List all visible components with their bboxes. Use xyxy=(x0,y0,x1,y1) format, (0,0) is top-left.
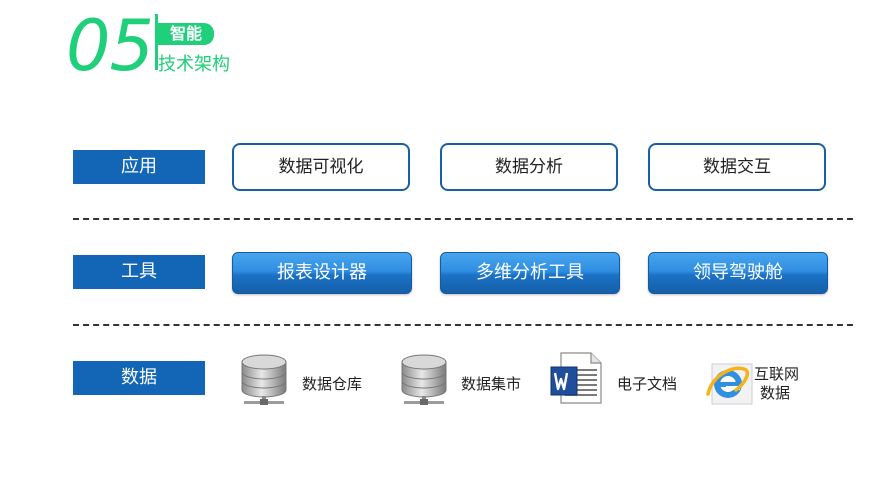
dashed-separator xyxy=(73,324,853,326)
tool-report-designer: 报表设计器 xyxy=(232,252,412,294)
data-label-mart: 数据集市 xyxy=(461,375,522,393)
row-label-application: 应用 xyxy=(73,150,205,184)
row-label-data: 数据 xyxy=(73,361,205,395)
data-label-documents: 电子文档 xyxy=(617,375,678,393)
section-number: 05 xyxy=(66,5,154,87)
app-box-analysis: 数据分析 xyxy=(440,143,618,191)
data-label-internet-line2: 数据 xyxy=(760,384,791,402)
tool-olap: 多维分析工具 xyxy=(440,252,620,294)
data-label-internet-line1: 互联网 xyxy=(754,365,800,383)
section-divider-bar xyxy=(155,14,158,70)
section-title: 技术架构 xyxy=(158,54,230,75)
database-server-icon xyxy=(398,352,450,406)
database-server-icon xyxy=(238,352,290,406)
app-box-visualization: 数据可视化 xyxy=(232,143,410,191)
internet-explorer-icon xyxy=(706,360,754,406)
app-box-interaction: 数据交互 xyxy=(648,143,826,191)
dashed-separator xyxy=(73,218,853,220)
row-label-tools: 工具 xyxy=(73,255,205,289)
section-tag: 智能 xyxy=(158,23,214,45)
tool-dashboard: 领导驾驶舱 xyxy=(648,252,828,294)
data-label-warehouse: 数据仓库 xyxy=(302,375,363,393)
word-document-icon xyxy=(549,351,603,405)
